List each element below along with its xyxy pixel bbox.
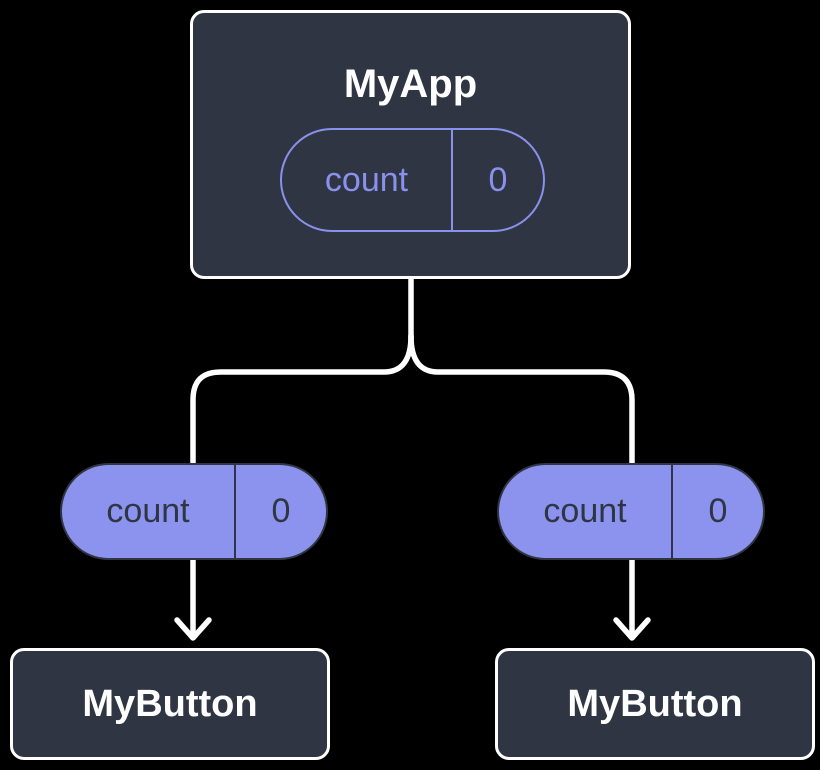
root-state-pill: count 0 <box>280 128 545 232</box>
right-arrow-head-icon <box>613 617 651 641</box>
state-pill-value: 0 <box>488 160 508 199</box>
left-prop-pill: count 0 <box>60 463 328 560</box>
left-branch-line <box>190 333 414 469</box>
root-component-node: MyApp count 0 <box>190 10 631 279</box>
state-pill-name: count <box>282 130 453 230</box>
right-child-component-title: MyButton <box>567 682 743 725</box>
left-child-component-title: MyButton <box>82 682 258 725</box>
left-arrow-head-icon <box>174 617 212 641</box>
root-component-title: MyApp <box>343 62 478 106</box>
right-prop-pill-name: count <box>499 465 673 558</box>
right-prop-pill-value: 0 <box>708 492 728 530</box>
left-child-component-node: MyButton <box>10 648 330 760</box>
left-prop-pill-name: count <box>62 465 236 558</box>
left-prop-pill-value: 0 <box>271 492 291 530</box>
right-child-component-node: MyButton <box>495 648 815 760</box>
right-branch-line <box>408 333 635 469</box>
right-prop-pill: count 0 <box>497 463 765 560</box>
